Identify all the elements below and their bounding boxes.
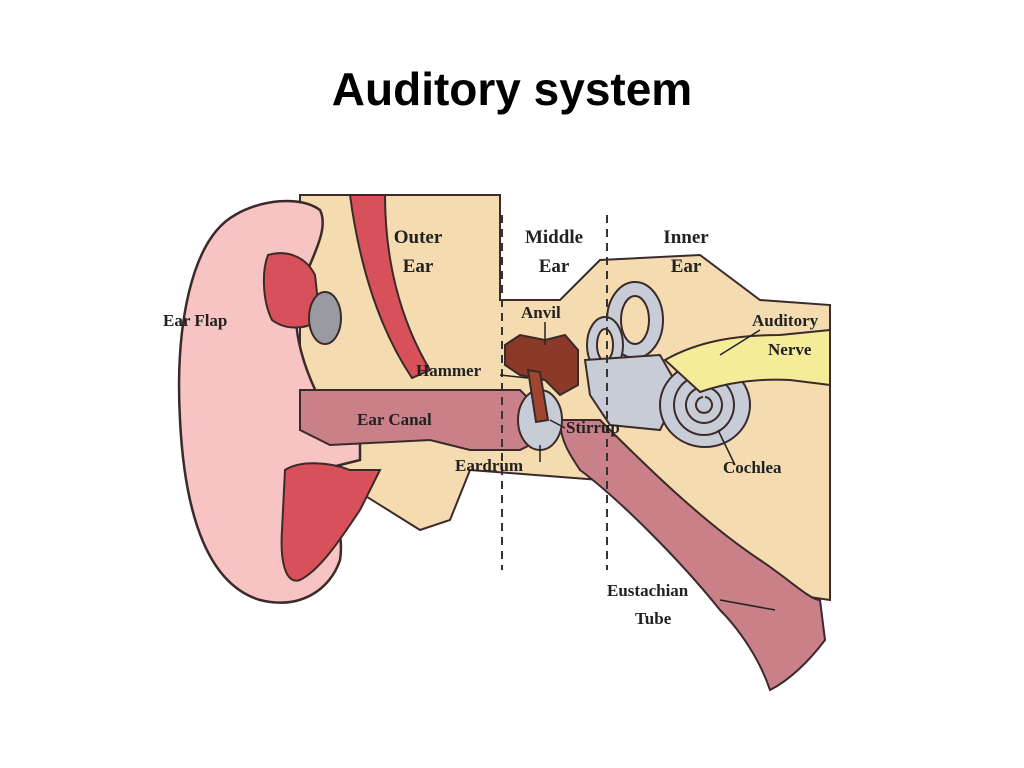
label-stirrup: Stirrup	[566, 418, 620, 437]
label-outer-ear-line2: Ear	[403, 256, 434, 277]
vestibule-shape	[583, 353, 682, 432]
anvil-bone	[504, 333, 579, 397]
ear-canal-shape	[299, 389, 542, 451]
label-hammer: Hammer	[416, 361, 482, 380]
skull-band	[348, 194, 432, 380]
label-nerve: Nerve	[768, 340, 812, 359]
label-ear-canal: Ear Canal	[357, 410, 432, 429]
label-outer-ear-line1: Outer	[394, 227, 443, 248]
concha-shape	[308, 291, 342, 345]
eustachian-tube-shape	[558, 419, 827, 692]
pointer-lines	[499, 322, 776, 611]
label-middle-ear-line1: Middle	[525, 227, 583, 248]
auditory-nerve-shape	[663, 328, 831, 394]
label-middle-ear-line2: Ear	[539, 256, 570, 277]
label-auditory: Auditory	[752, 311, 819, 330]
slide-title: Auditory system	[331, 63, 693, 115]
label-eustachian: Eustachian	[607, 581, 689, 600]
label-eardrum: Eardrum	[455, 456, 523, 475]
label-inner-ear-line1: Inner	[663, 227, 709, 248]
cartilage-lower	[280, 462, 382, 582]
label-inner-ear-line2: Ear	[671, 256, 702, 277]
hammer-bone	[526, 368, 550, 424]
label-ear-flap: Ear Flap	[163, 311, 227, 330]
label-cochlea: Cochlea	[723, 458, 782, 477]
cartilage-upper	[262, 252, 322, 329]
label-tube: Tube	[635, 609, 672, 628]
label-anvil: Anvil	[521, 303, 561, 322]
